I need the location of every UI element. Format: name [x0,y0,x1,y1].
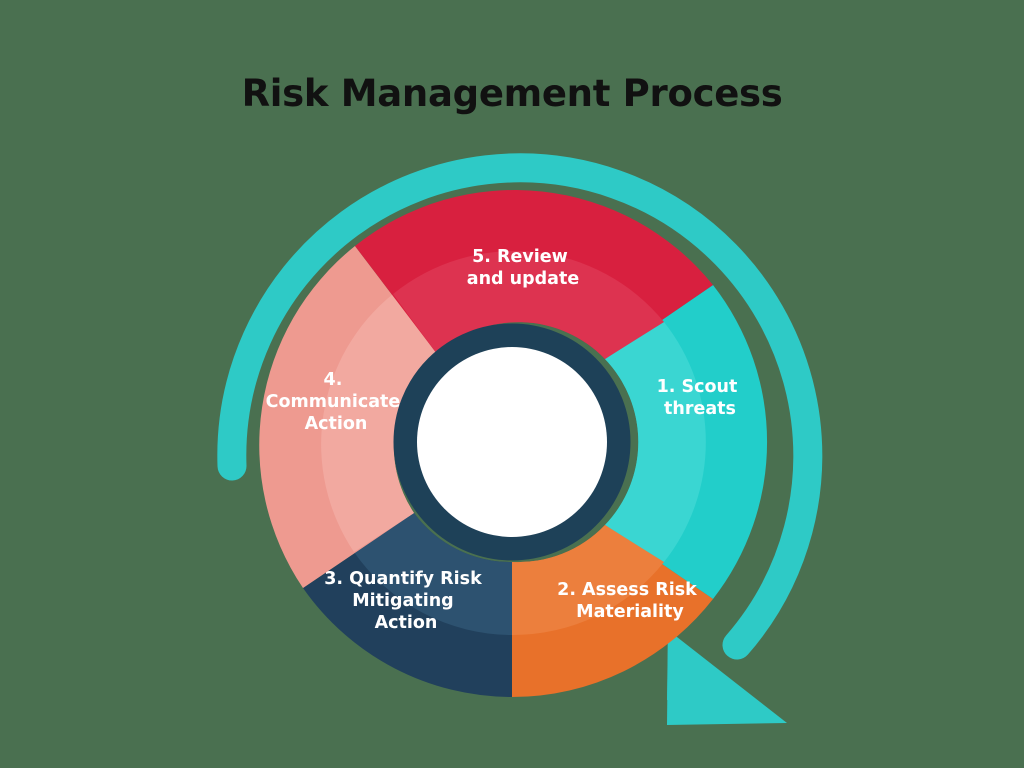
segment-quantify-risk-mitigating-action[interactable]: 3. Quantify Risk Mitigating Action [303,513,512,697]
donut-segments: 1. Scout threats 2. Assess Risk Material… [259,190,768,697]
segment-review-and-update-highlight [393,250,664,359]
page-title: Risk Management Process [241,72,783,115]
segment-quantify-risk-mitigating-action-highlight [354,513,512,635]
outer-arrow-head-notch [667,630,735,700]
outer-arrow-head [667,630,787,725]
segment-scout-threats-label: 1. Scout threats [657,377,744,419]
segment-communicate-action[interactable]: 4. Communicate Action [259,246,437,588]
segment-review-and-update[interactable]: 5. Review and update [355,190,713,359]
segment-communicate-action-label: 4. Communicate Action [266,370,407,434]
segment-assess-risk-materiality-label: 2. Assess Risk Materiality [557,580,703,622]
segment-communicate-action-highlight [321,294,437,552]
segment-assess-risk-materiality[interactable]: 2. Assess Risk Materiality [512,525,713,697]
center-hub-ring [393,323,631,561]
outer-arrow-arc [217,153,823,660]
segment-assess-risk-materiality-highlight [512,525,664,636]
center-hub-fill [417,347,607,537]
segment-scout-threats-highlight [605,322,706,562]
center-hub [393,323,631,561]
segment-quantify-risk-mitigating-action-label: 3. Quantify Risk Mitigating Action [324,569,488,633]
segment-scout-threats[interactable]: 1. Scout threats [605,285,768,599]
outer-arrow-cycle [217,153,823,725]
segment-review-and-update-label: 5. Review and update [467,247,580,289]
